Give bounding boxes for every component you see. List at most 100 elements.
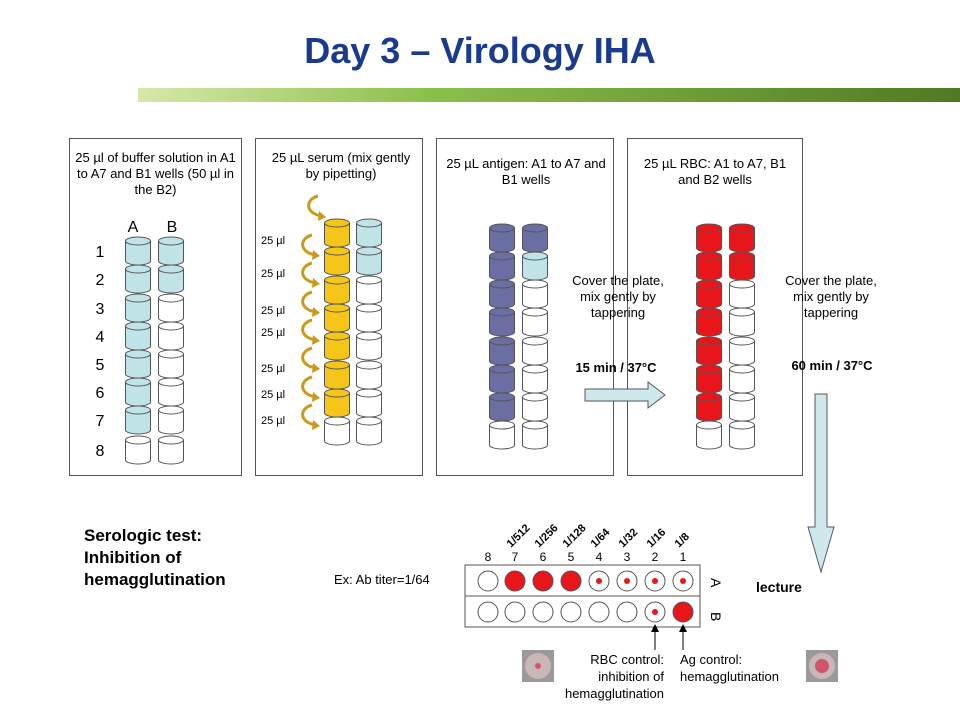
result-well-b <box>504 601 526 623</box>
column-number: 8 <box>485 550 492 564</box>
transfer-arrow <box>301 233 317 257</box>
well-antigen-a <box>489 420 515 450</box>
ag-control-photo <box>806 650 838 682</box>
step-text-serum: 25 µL serum (mix gently by pipetting) <box>271 150 411 181</box>
well-antigen-a <box>489 336 515 366</box>
well-buffer-b <box>158 377 184 407</box>
column-number: 6 <box>540 550 547 564</box>
well-buffer-a <box>125 236 151 266</box>
rbc-control-label: RBC control: inhibition of hemagglutinat… <box>564 652 664 701</box>
well-antigen-b <box>522 392 548 422</box>
column-number: 3 <box>624 550 631 564</box>
lecture-label: lecture <box>756 579 802 595</box>
result-row-label-a: A <box>708 578 724 588</box>
well-rbc-b <box>729 392 755 422</box>
well-buffer-a <box>125 293 151 323</box>
dilution-label: 1/16 <box>645 526 669 550</box>
serologic-title: Serologic test: Inhibition of hemaggluti… <box>84 526 226 589</box>
dilution-label: 1/64 <box>589 526 613 550</box>
row-label: 5 <box>96 357 105 374</box>
well-antigen-b <box>522 364 548 394</box>
well-serum-a <box>324 360 350 390</box>
transfer-volume-label: 25 µl <box>261 235 285 247</box>
incubation-time-1: 15 min / 37°C <box>575 360 657 375</box>
result-well-b <box>532 601 554 623</box>
row-label: 2 <box>96 272 105 289</box>
well-antigen-a <box>489 392 515 422</box>
well-rbc-b <box>729 420 755 450</box>
transfer-arrow <box>301 375 317 399</box>
column-label-a: A <box>128 219 139 236</box>
incubation-time-2: 60 min / 37°C <box>791 358 873 373</box>
well-serum-a <box>324 218 350 248</box>
well-rbc-a <box>696 251 722 281</box>
transfer-volume-label: 25 µl <box>261 305 285 317</box>
arrow-to-rbc-step <box>584 380 666 410</box>
well-buffer-b <box>158 349 184 379</box>
well-rbc-a <box>696 420 722 450</box>
well-serum-a <box>324 303 350 333</box>
transfer-volume-label: 25 µl <box>261 389 285 401</box>
well-antigen-b <box>522 307 548 337</box>
well-antigen-b <box>522 420 548 450</box>
well-rbc-b <box>729 336 755 366</box>
well-buffer-a <box>125 405 151 435</box>
result-well-a-button <box>596 578 602 584</box>
well-serum-b <box>356 246 382 276</box>
title-underline <box>138 88 960 102</box>
incubation-text-1: Cover the plate, mix gently by tappering <box>572 273 664 320</box>
transfer-arrow-head <box>312 363 320 373</box>
well-serum-b <box>356 416 382 446</box>
result-well-a-button <box>624 578 630 584</box>
well-antigen-a <box>489 251 515 281</box>
well-rbc-b <box>729 364 755 394</box>
step-panel-buffer <box>69 138 242 476</box>
well-antigen-b <box>522 251 548 281</box>
well-serum-b <box>356 360 382 390</box>
well-antigen-a <box>489 223 515 253</box>
well-buffer-b <box>158 236 184 266</box>
well-rbc-a <box>696 279 722 309</box>
well-rbc-b <box>729 279 755 309</box>
row-label: 8 <box>96 443 105 460</box>
transfer-arrow-head <box>312 278 320 288</box>
result-row-label-b: B <box>708 612 724 621</box>
dilution-label: 1/8 <box>673 531 692 550</box>
well-antigen-a <box>489 307 515 337</box>
well-rbc-a <box>696 307 722 337</box>
well-rbc-a <box>696 392 722 422</box>
well-serum-a <box>324 246 350 276</box>
transfer-volume-label: 25 µl <box>261 268 285 280</box>
transfer-arrow-head <box>312 250 320 260</box>
step-text-rbc: 25 µL RBC: A1 to A7, B1 and B2 wells <box>643 156 787 187</box>
transfer-arrow <box>301 318 317 342</box>
result-well-a <box>560 570 582 592</box>
result-well-a-button <box>652 578 658 584</box>
row-label: 7 <box>96 413 105 430</box>
row-label: 6 <box>96 385 105 402</box>
ag-control-label: Ag control: hemagglutination <box>680 652 780 684</box>
well-serum-b <box>356 218 382 248</box>
well-rbc-b <box>729 307 755 337</box>
well-serum-a <box>324 331 350 361</box>
row-label: 1 <box>96 244 105 261</box>
result-well-b <box>616 601 638 623</box>
transfer-arrow-head <box>312 420 320 430</box>
well-antigen-b <box>522 336 548 366</box>
result-well-b <box>588 601 610 623</box>
transfer-arrow <box>301 290 317 314</box>
well-buffer-a <box>125 377 151 407</box>
well-buffer-a <box>125 321 151 351</box>
result-well-a-button <box>680 578 686 584</box>
result-well-b <box>477 601 499 623</box>
well-buffer-a <box>125 349 151 379</box>
transfer-volume-label: 25 µl <box>261 415 285 427</box>
well-rbc-b <box>729 251 755 281</box>
transfer-volume-label: 25 µl <box>261 327 285 339</box>
ag-control-pointer-head <box>679 624 687 632</box>
well-buffer-b <box>158 264 184 294</box>
dilution-label: 1/128 <box>561 522 589 550</box>
well-serum-b <box>356 275 382 305</box>
well-serum-b <box>356 331 382 361</box>
